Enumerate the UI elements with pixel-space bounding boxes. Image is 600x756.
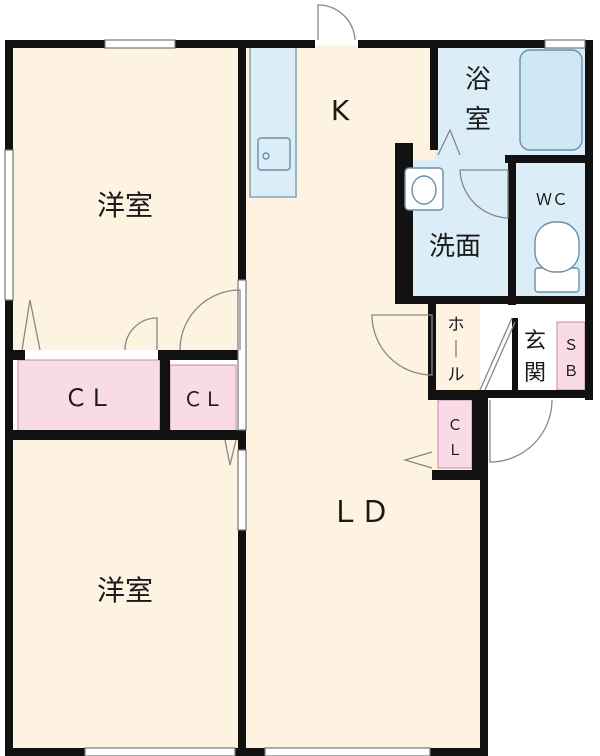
label-wc: ＷＣ [536, 190, 568, 209]
window-bottom-left [84, 747, 236, 756]
kitchen-counter [249, 46, 297, 198]
door-closet-top [21, 299, 41, 351]
walls [5, 40, 593, 756]
label-closet-hall-2: Ｌ [447, 441, 462, 459]
label-washroom: 洗面 [429, 232, 481, 262]
label-hall-1: ホ [448, 315, 465, 335]
window-top-left [104, 39, 176, 49]
sink-drain-icon [262, 152, 270, 160]
door-hall [371, 314, 433, 376]
closet-hall-floor [437, 399, 473, 469]
window-interior-1 [237, 279, 247, 431]
label-shoe-box-1: Ｓ [563, 336, 578, 354]
door-western-top [179, 289, 241, 351]
door-closet-left [124, 317, 158, 351]
bathtub-icon [519, 49, 583, 151]
kitchen-sink-icon [257, 137, 291, 171]
fixtures [257, 49, 583, 293]
label-western-bottom: 洋室 [97, 574, 153, 607]
label-living-dining: ＬＤ [330, 495, 390, 530]
label-kitchen: K [331, 94, 350, 127]
closet-middle-floor [169, 364, 237, 433]
window-left [4, 149, 14, 301]
hall-floor [435, 300, 480, 390]
western-room-top-floor [12, 45, 242, 350]
label-hall-3: ル [448, 365, 465, 385]
door-closet-middle [224, 439, 237, 466]
window-interior-2 [237, 449, 247, 531]
label-bath-2: 室 [465, 105, 491, 135]
shoe-box-floor [556, 321, 586, 391]
door-service [317, 4, 356, 41]
label-closet-left: ＣＬ [64, 384, 112, 412]
window-bottom-right [264, 747, 431, 756]
label-hall-2: ｜ [448, 340, 465, 360]
room-labels: 洋室 洋室 K ＬＤ 浴 室 洗面 ＷＣ ホ ｜ ル 玄 関 Ｓ Ｂ ＣＬ ＣＬ… [64, 65, 579, 607]
window-bath [544, 39, 586, 49]
western-room-bottom-floor [12, 438, 242, 750]
label-entrance-2: 関 [524, 361, 546, 386]
doors [21, 4, 553, 469]
label-shoe-box-2: Ｂ [563, 362, 578, 380]
door-bath-folding [437, 128, 461, 156]
label-closet-middle: ＣＬ [183, 387, 223, 411]
washbasin-bowl-icon [411, 175, 437, 205]
label-western-top: 洋室 [97, 189, 153, 222]
label-closet-hall-1: Ｃ [447, 416, 462, 434]
door-entrance [489, 399, 553, 463]
label-bath-1: 浴 [465, 65, 491, 95]
door-washroom [459, 169, 509, 219]
door-closet-hall [402, 451, 433, 469]
toilet-bowl-icon [534, 221, 580, 273]
label-entrance-1: 玄 [524, 329, 546, 354]
windows [4, 39, 586, 756]
